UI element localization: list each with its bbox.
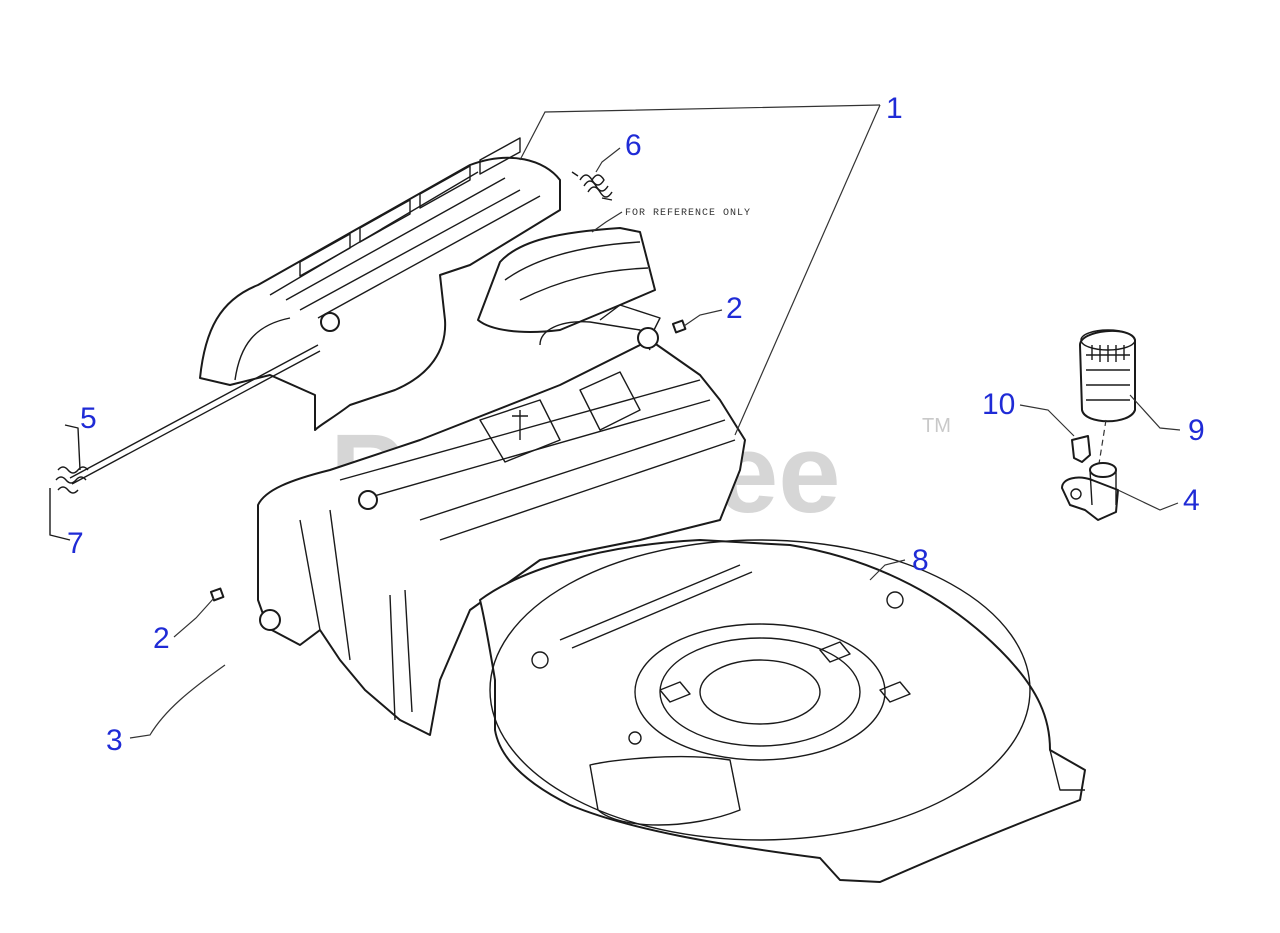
leader-8 xyxy=(869,559,906,581)
mower-deck-part xyxy=(479,539,1086,883)
knob-axis-line xyxy=(1097,419,1107,471)
spring-part xyxy=(571,171,613,201)
height-knob-part xyxy=(1079,329,1136,423)
callout-10: 10 xyxy=(982,388,1015,421)
leader-3 xyxy=(129,664,226,739)
reference-note-text: FOR REFERENCE ONLY xyxy=(625,208,751,219)
leader-6 xyxy=(595,147,621,173)
nut-part-lower xyxy=(209,587,225,602)
watermark-trademark: TM xyxy=(922,415,951,437)
callout-9: 9 xyxy=(1188,414,1205,447)
callout-6: 6 xyxy=(625,129,642,162)
callout-3: 3 xyxy=(106,724,123,757)
nut-part-upper xyxy=(671,319,687,334)
leader-2-upper xyxy=(683,309,723,327)
leader-1b xyxy=(734,104,881,436)
leader-9 xyxy=(1129,394,1181,431)
callout-2-lower: 2 xyxy=(153,622,170,655)
mower-frame-part xyxy=(257,321,746,736)
callout-5: 5 xyxy=(80,402,97,435)
axle-rod-part xyxy=(49,344,321,541)
callout-1: 1 xyxy=(886,92,903,125)
leader-2-lower xyxy=(173,597,215,638)
leader-1a xyxy=(519,104,881,161)
callout-8: 8 xyxy=(912,544,929,577)
leader-lines xyxy=(129,104,1181,739)
leader-10 xyxy=(1019,404,1075,437)
callout-7: 7 xyxy=(67,527,84,560)
callout-4: 4 xyxy=(1183,484,1200,517)
leader-4 xyxy=(1117,489,1179,511)
reference-cover-shape xyxy=(477,227,661,349)
reference-leader xyxy=(591,211,623,233)
rear-cover-part xyxy=(199,137,561,431)
bracket-part xyxy=(1061,462,1119,521)
fitting-part xyxy=(1071,435,1091,463)
callout-2-upper: 2 xyxy=(726,292,743,325)
